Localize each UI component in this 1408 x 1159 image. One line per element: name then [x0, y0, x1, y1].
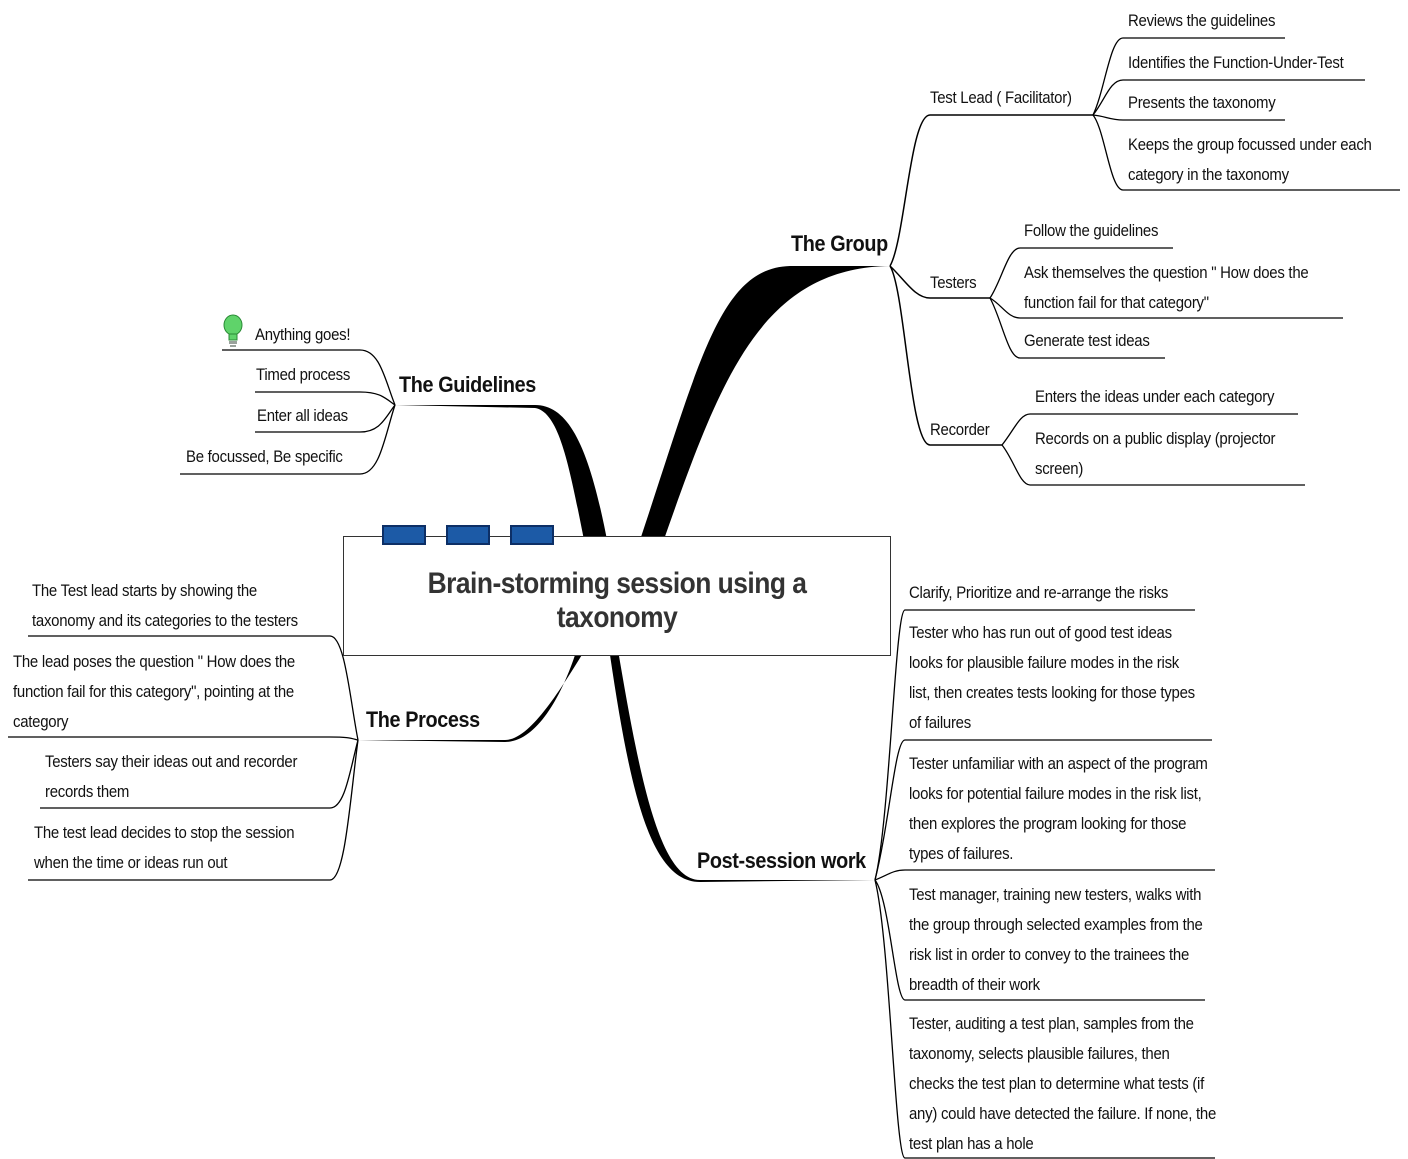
- subtopic-item[interactable]: The lead poses the question " How does t…: [13, 652, 295, 731]
- subtopic-item[interactable]: Tester, auditing a test plan, samples fr…: [909, 1014, 1216, 1153]
- link-group-testers: [889, 265, 990, 299]
- subtopic-item[interactable]: Testers say their ideas out and recorder…: [45, 752, 298, 801]
- subtopic-item[interactable]: Test manager, training new testers, walk…: [909, 885, 1203, 994]
- subtopic-item[interactable]: Generate test ideas: [1024, 331, 1150, 350]
- subtopic-item[interactable]: Be focussed, Be specific: [186, 447, 343, 466]
- subtopic-item[interactable]: Identifies the Function-Under-Test: [1128, 53, 1344, 72]
- branch-the-group[interactable]: The Group: [791, 231, 888, 256]
- central-topic-title: Brain-storming session using a taxonomy: [427, 567, 807, 634]
- subtopic-item[interactable]: Tester who has run out of good test idea…: [909, 623, 1195, 732]
- topic-recorder[interactable]: Recorder: [930, 420, 990, 439]
- branch-the-process[interactable]: The Process: [366, 707, 480, 732]
- trunk-group: [640, 266, 890, 545]
- subtopic-item[interactable]: Follow the guidelines: [1024, 221, 1159, 240]
- central-marker-icon: [446, 525, 490, 545]
- subtopic-item[interactable]: The Test lead starts by showing the taxo…: [32, 581, 298, 630]
- subtopic-item[interactable]: Anything goes!: [255, 325, 351, 344]
- lightbulb-icon: [223, 314, 243, 347]
- subtopic-item[interactable]: Tester unfamiliar with an aspect of the …: [909, 754, 1208, 863]
- subtopic-item[interactable]: The test lead decides to stop the sessio…: [34, 823, 295, 872]
- subtopic-item[interactable]: Reviews the guidelines: [1128, 11, 1276, 30]
- topic-test-lead[interactable]: Test Lead ( Facilitator): [930, 88, 1072, 107]
- subtopic-item[interactable]: Enter all ideas: [257, 406, 348, 425]
- central-marker-icon: [382, 525, 426, 545]
- trunk-guidelines: [395, 405, 608, 545]
- subtopic-item[interactable]: Timed process: [256, 365, 351, 384]
- central-marker-icon: [510, 525, 554, 545]
- link-group-recorder: [889, 265, 1002, 446]
- central-topic[interactable]: Brain-storming session using a taxonomy: [343, 536, 891, 656]
- subtopic-item[interactable]: Enters the ideas under each category: [1035, 387, 1275, 406]
- branch-post-session-work[interactable]: Post-session work: [697, 848, 866, 873]
- subtopic-item[interactable]: Presents the taxonomy: [1128, 93, 1276, 112]
- subtopic-item[interactable]: Records on a public display (projector s…: [1035, 429, 1276, 478]
- branch-the-guidelines[interactable]: The Guidelines: [399, 372, 536, 397]
- topic-testers[interactable]: Testers: [930, 273, 977, 292]
- subtopic-item[interactable]: Keeps the group focussed under each cate…: [1128, 135, 1372, 184]
- subtopic-item[interactable]: Ask themselves the question " How does t…: [1024, 263, 1309, 312]
- subtopic-item[interactable]: Clarify, Prioritize and re-arrange the r…: [909, 583, 1169, 602]
- link-group-testlead: [889, 114, 1093, 267]
